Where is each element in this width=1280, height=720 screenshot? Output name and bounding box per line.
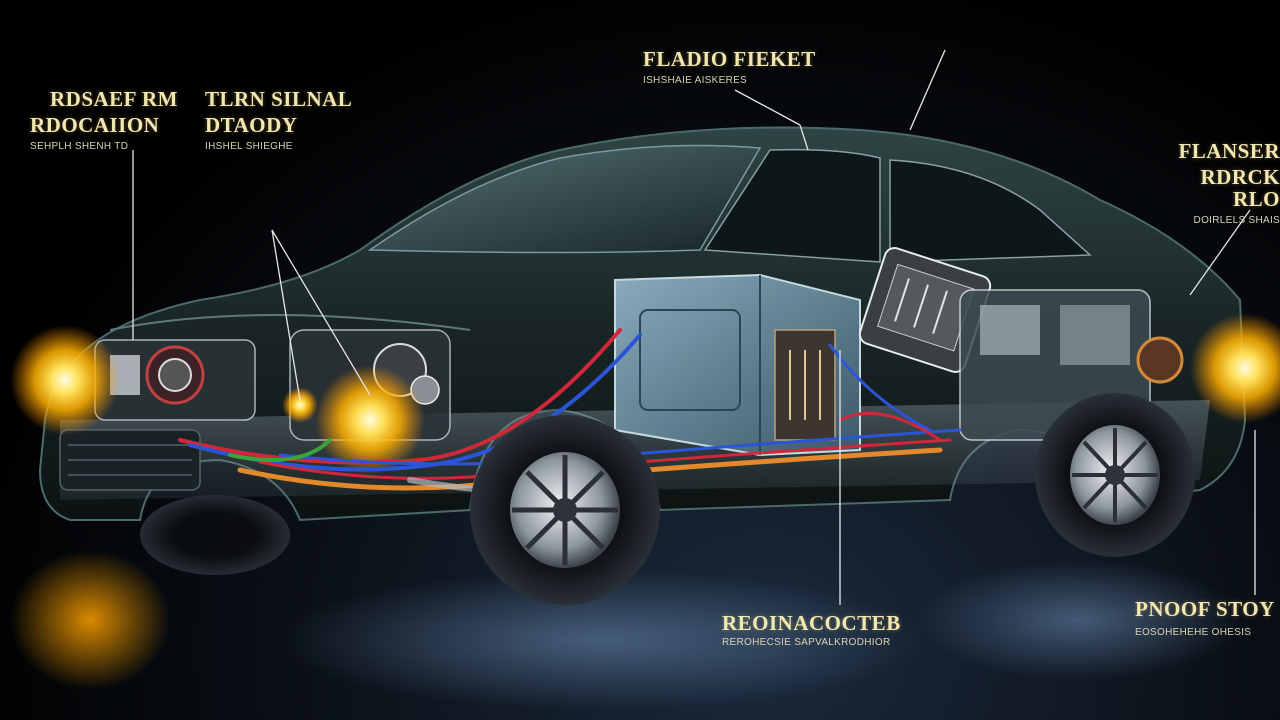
callout-rear-relocation-sub: SEHPLH SHENH TD [30,141,129,153]
grille-slats [68,444,192,476]
side-marker-glow-icon [282,387,318,423]
callout-flasher-right-line2: RDRCK RLO [1200,165,1280,212]
floor-glow-center [280,570,920,710]
taillight-glow-icon [1190,313,1280,423]
callout-rear-relocation-line2: RDOCAIION [30,113,160,138]
callout-flasher-top-sub: ISHSHAIE AISKERES [643,75,748,87]
hood-line [109,314,471,331]
callout-bottom-right-sub: EOSOHEHEHE OHESIS [1135,627,1252,639]
callout-rear-relocation-line1: RDSAEF RM [50,87,178,111]
callout-bottom-right: PNOOF STOY EOSOHEHEHE OHESIS [1135,598,1275,639]
floor-glow-right [920,560,1240,680]
callout-flasher-top: FLADIO FIEKET ISHSHAIE AISKERES [643,48,816,87]
front-side-window [703,148,881,263]
rear-wheel-icon [1035,393,1195,557]
relay-module-icon [614,273,861,457]
rear-side-window [889,159,1092,263]
windshield [367,144,762,254]
callout-turn-signal: TLRN SILNAL DTAODY IHSHEL SHIEGHE [205,88,352,153]
callout-rear-relocation: RDSAEF RM RDOCAIION SEHPLH SHENH TD [30,88,178,153]
callout-turn-signal-line2: DTAODY [205,113,298,138]
floor-glow-left [10,550,170,690]
headlight-glow-icon [10,325,120,435]
front-wheel-icon [470,415,660,605]
callout-flasher-top-line1: FLADIO FIEKET [643,47,816,71]
leader-lines [132,49,1256,605]
flasher-relay-icon [858,247,992,373]
callout-flasher-right: FLANSER RDRCK RLO DOIRLELS SHAIS [1150,140,1280,227]
front-left-wheel-icon [140,495,290,575]
callout-flasher-right-line1: FLANSER [1178,139,1280,163]
callout-bottom-center: REOINACOCTEB REROHECSIE SAPVALKRODHIOR [722,612,901,649]
callout-flasher-right-sub: DOIRLELS SHAIS [1193,215,1280,227]
callout-bottom-right-line1: PNOOF STOY [1135,597,1275,621]
callout-bottom-center-line1: REOINACOCTEB [722,611,901,635]
callout-turn-signal-line1: TLRN SILNAL [205,87,353,111]
turn-signal-glow-icon [315,365,425,475]
callout-turn-signal-sub: IHSHEL SHIEGHE [205,141,293,153]
callout-bottom-center-sub: REROHECSIE SAPVALKRODHIOR [722,637,891,649]
